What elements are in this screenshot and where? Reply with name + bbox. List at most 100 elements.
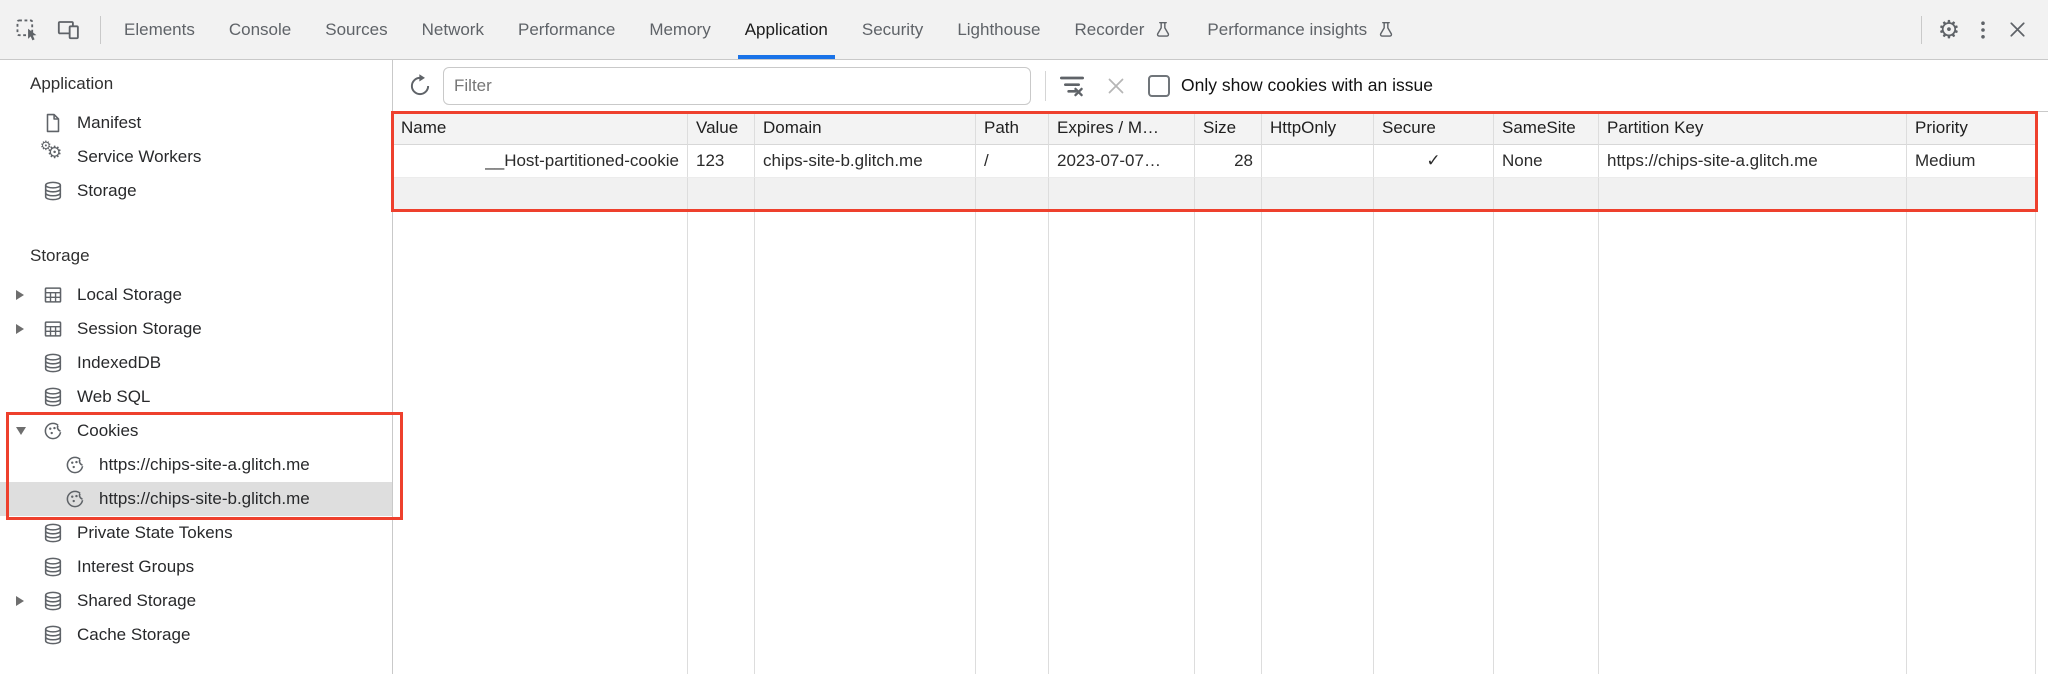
settings-gear-icon[interactable]: ⚙ [1937, 15, 1961, 44]
device-toolbar-icon[interactable] [56, 0, 82, 59]
close-icon[interactable] [2000, 13, 2034, 47]
sidebar-item-shared-storage[interactable]: Shared Storage [0, 584, 392, 618]
sidebar-item-cookies[interactable]: Cookies [0, 414, 392, 448]
cell-size[interactable]: 28 [1195, 145, 1262, 178]
tab-performance-insights[interactable]: Performance insights [1190, 0, 1413, 59]
sidebar-item-web-sql[interactable]: Web SQL [0, 380, 392, 414]
sidebar-item-interest-groups[interactable]: Interest Groups [0, 550, 392, 584]
sidebar-item-indexeddb[interactable]: IndexedDB [0, 346, 392, 380]
inspect-element-icon[interactable] [14, 0, 40, 59]
tab-performance[interactable]: Performance [517, 19, 616, 39]
column-header-path[interactable]: Path [976, 112, 1049, 145]
tabbar-right-controls: ⚙ [1911, 0, 2048, 59]
database-icon [42, 352, 64, 374]
column-header-size[interactable]: Size [1195, 112, 1262, 145]
flask-icon [1153, 20, 1173, 40]
tab-performance-insights-label: Performance insights [1207, 19, 1368, 39]
sidebar-item-label: Web SQL [77, 387, 151, 406]
empty-stripe-row [393, 178, 2036, 209]
sidebar-item-label: Service Workers [77, 147, 202, 166]
database-icon [42, 590, 64, 612]
cell-expires[interactable]: 2023-07-07… [1049, 145, 1195, 178]
sidebar-item-label: https://chips-site-a.glitch.me [99, 455, 310, 474]
sidebar-item-cookies-chips-site-a[interactable]: https://chips-site-a.glitch.me [0, 448, 392, 482]
sidebar-item-cache-storage[interactable]: Cache Storage [0, 618, 392, 652]
sidebar-item-private-state-tokens[interactable]: Private State Tokens [0, 516, 392, 550]
sidebar-item-label: IndexedDB [77, 353, 162, 372]
column-header-samesite[interactable]: SameSite [1494, 112, 1599, 145]
tab-lighthouse[interactable]: Lighthouse [957, 19, 1041, 39]
cookies-toolbar: Only show cookies with an issue [393, 60, 2048, 112]
sidebar-item-manifest[interactable]: Manifest [0, 106, 392, 140]
tab-recorder-label: Recorder [1074, 19, 1145, 39]
tab-application[interactable]: Application [728, 0, 845, 59]
refresh-icon[interactable] [407, 73, 433, 99]
empty-table-area [393, 209, 2036, 674]
filter-input[interactable] [443, 66, 1031, 105]
tab-memory[interactable]: Memory [649, 19, 711, 39]
tab-security[interactable]: Security [861, 19, 924, 39]
document-icon [42, 112, 64, 134]
sidebar-item-label: Local Storage [77, 285, 182, 304]
only-issue-cookies-label[interactable]: Only show cookies with an issue [1181, 75, 1433, 95]
table-icon [42, 318, 64, 340]
column-header-partition-key[interactable]: Partition Key [1599, 112, 1907, 145]
tab-recorder[interactable]: Recorder [1058, 0, 1191, 59]
more-menu-icon[interactable] [1966, 13, 2000, 47]
clear-filter-icon[interactable] [1056, 70, 1088, 102]
expand-arrow [16, 290, 42, 300]
sidebar-item-label: Storage [77, 181, 137, 200]
database-icon [42, 386, 64, 408]
column-header-expires[interactable]: Expires / M… [1049, 112, 1195, 145]
devtools-tabbar: Elements Console Sources Network Perform… [0, 0, 2048, 60]
cell-value[interactable]: 123 [688, 145, 755, 178]
sidebar-item-service-workers[interactable]: ⚙⚙ Service Workers [0, 139, 392, 174]
sidebar-item-label: Session Storage [77, 319, 202, 338]
sidebar-item-local-storage[interactable]: Local Storage [0, 278, 392, 312]
column-header-name[interactable]: Name [393, 112, 688, 145]
table-icon [42, 284, 64, 306]
cell-domain[interactable]: chips-site-b.glitch.me [755, 145, 976, 178]
delete-selected-icon[interactable] [1104, 74, 1128, 98]
cell-httponly[interactable] [1262, 145, 1374, 178]
sidebar-item-label: Private State Tokens [77, 523, 233, 542]
database-icon [42, 556, 64, 578]
service-workers-icon: ⚙⚙ [40, 139, 63, 163]
cell-samesite[interactable]: None [1494, 145, 1599, 178]
cell-partition-key[interactable]: https://chips-site-a.glitch.me [1599, 145, 1907, 178]
expand-arrow [16, 324, 42, 334]
column-header-domain[interactable]: Domain [755, 112, 976, 145]
only-issue-cookies-checkbox[interactable] [1148, 74, 1170, 97]
cookie-row-host-partitioned-cookie[interactable]: __Host-partitioned-cookie 123 chips-site… [393, 145, 2036, 178]
tab-elements[interactable]: Elements [124, 19, 195, 39]
cell-priority[interactable]: Medium [1907, 145, 2036, 178]
sidebar-item-label: Manifest [77, 113, 142, 132]
database-icon [42, 624, 64, 646]
sidebar-item-cookies-chips-site-b[interactable]: https://chips-site-b.glitch.me [0, 482, 392, 516]
tab-network[interactable]: Network [421, 19, 484, 39]
cookies-table-header: Name Value Domain Path Expires / M… Size… [393, 112, 2036, 145]
application-sidebar: Application Manifest ⚙⚙ Service Workers … [0, 60, 393, 674]
cell-secure-checkmark[interactable]: ✓ [1374, 145, 1494, 178]
column-header-httponly[interactable]: HttpOnly [1262, 112, 1374, 145]
cell-path[interactable]: / [976, 145, 1049, 178]
cell-name[interactable]: __Host-partitioned-cookie [393, 145, 688, 178]
toolbar-divider [100, 15, 101, 44]
database-icon [42, 522, 64, 544]
sidebar-item-label: https://chips-site-b.glitch.me [99, 489, 310, 508]
sidebar-item-label: Interest Groups [77, 557, 195, 576]
database-icon [42, 180, 64, 202]
cookies-table: Name Value Domain Path Expires / M… Size… [393, 112, 2036, 674]
toolbar-divider [1045, 70, 1046, 101]
column-header-priority[interactable]: Priority [1907, 112, 2036, 145]
cookie-icon [42, 420, 64, 442]
sidebar-item-label: Shared Storage [77, 591, 197, 610]
column-header-value[interactable]: Value [688, 112, 755, 145]
sidebar-item-session-storage[interactable]: Session Storage [0, 312, 392, 346]
tab-console[interactable]: Console [228, 19, 292, 39]
sidebar-item-storage[interactable]: Storage [0, 174, 392, 208]
tab-sources[interactable]: Sources [325, 19, 388, 39]
flask-icon [1376, 20, 1396, 40]
column-header-secure[interactable]: Secure [1374, 112, 1494, 145]
collapse-arrow [16, 427, 42, 435]
